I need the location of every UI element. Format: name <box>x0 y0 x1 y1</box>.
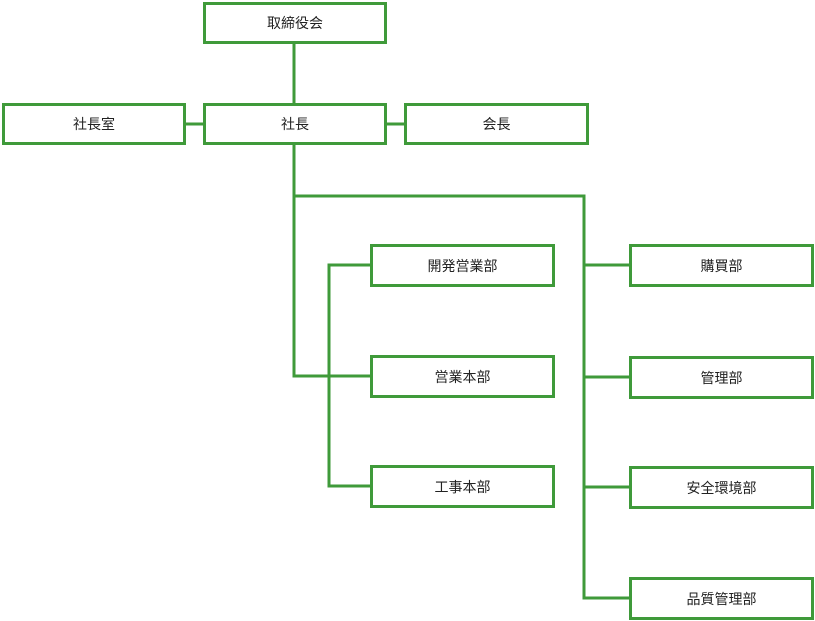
node-label: 安全環境部 <box>686 480 757 497</box>
node-quality: 品質管理部 <box>629 577 814 620</box>
node-president: 社長 <box>203 103 387 145</box>
node-label: 社長 <box>281 117 309 133</box>
node-president-office: 社長室 <box>2 103 186 145</box>
node-label: 管理部 <box>700 370 743 387</box>
node-label: 取締役会 <box>267 16 323 32</box>
node-label: 購買部 <box>700 258 743 275</box>
connector-right-branch-bar <box>292 194 586 600</box>
node-label: 品質管理部 <box>686 591 757 608</box>
node-chairman: 会長 <box>404 103 589 145</box>
node-management: 管理部 <box>629 356 814 399</box>
connector-left-sub-bar <box>327 263 372 488</box>
connector-president-trunk <box>292 143 372 378</box>
node-label: 工事本部 <box>434 479 491 496</box>
node-label: 営業本部 <box>434 369 491 386</box>
node-dev-sales: 開発営業部 <box>370 244 555 287</box>
node-construction-hq: 工事本部 <box>370 465 555 508</box>
node-board: 取締役会 <box>203 2 387 44</box>
node-safety-env: 安全環境部 <box>629 466 814 509</box>
node-purchasing: 購買部 <box>629 244 814 287</box>
node-label: 開発営業部 <box>427 258 498 275</box>
node-label: 社長室 <box>73 117 115 133</box>
node-label: 会長 <box>482 117 511 133</box>
node-sales-hq: 営業本部 <box>370 355 555 398</box>
